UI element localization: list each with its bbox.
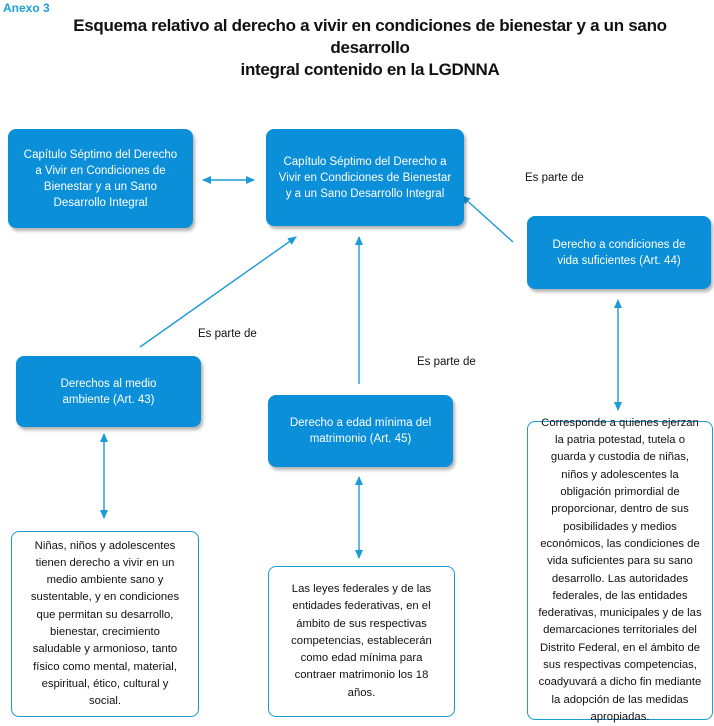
box-living-desc-text: Corresponde a quienes ejerzan la patria … xyxy=(538,416,702,723)
annex-label: Anexo 3 xyxy=(3,1,50,15)
box-chapter-left: Capítulo Séptimo del Derecho a Vivir en … xyxy=(8,129,193,228)
box-marriage-desc-text: Las leyes federales y de las entidades f… xyxy=(291,582,432,699)
box-environment-text: Derechos al medio ambiente (Art. 43) xyxy=(60,377,157,406)
box-marriage-desc: Las leyes federales y de las entidades f… xyxy=(268,566,455,717)
box-environment: Derechos al medio ambiente (Art. 43) xyxy=(16,356,201,427)
edge-label-part-of-left: Es parte de xyxy=(198,328,257,340)
diagram-title: Esquema relativo al derecho a vivir en c… xyxy=(40,15,700,81)
box-chapter-center-text: Capítulo Séptimo del Derecho a Vivir en … xyxy=(278,155,452,200)
box-living-desc: Corresponde a quienes ejerzan la patria … xyxy=(527,417,713,723)
box-living-conditions: Derecho a condiciones de vida suficiente… xyxy=(527,216,711,289)
edge-label-part-of-right: Es parte de xyxy=(525,172,584,184)
box-environment-desc-text: Niñas, niños y adolescentes tienen derec… xyxy=(30,539,180,708)
box-environment-desc: Niñas, niños y adolescentes tienen derec… xyxy=(11,531,199,717)
arrow-environment-to-center xyxy=(139,236,297,348)
box-chapter-left-text: Capítulo Séptimo del Derecho a Vivir en … xyxy=(23,148,178,209)
arrow-living-to-center xyxy=(461,195,514,243)
box-marriage-age: Derecho a edad mínima del matrimonio (Ar… xyxy=(268,395,453,467)
title-line-1: Esquema relativo al derecho a vivir en c… xyxy=(73,16,667,57)
box-chapter-center: Capítulo Séptimo del Derecho a Vivir en … xyxy=(266,129,464,226)
box-living-conditions-text: Derecho a condiciones de vida suficiente… xyxy=(552,238,686,267)
box-marriage-age-text: Derecho a edad mínima del matrimonio (Ar… xyxy=(289,417,432,445)
title-line-2: integral contenido en la LGDNNA xyxy=(240,60,500,79)
edge-label-part-of-center: Es parte de xyxy=(417,356,476,368)
